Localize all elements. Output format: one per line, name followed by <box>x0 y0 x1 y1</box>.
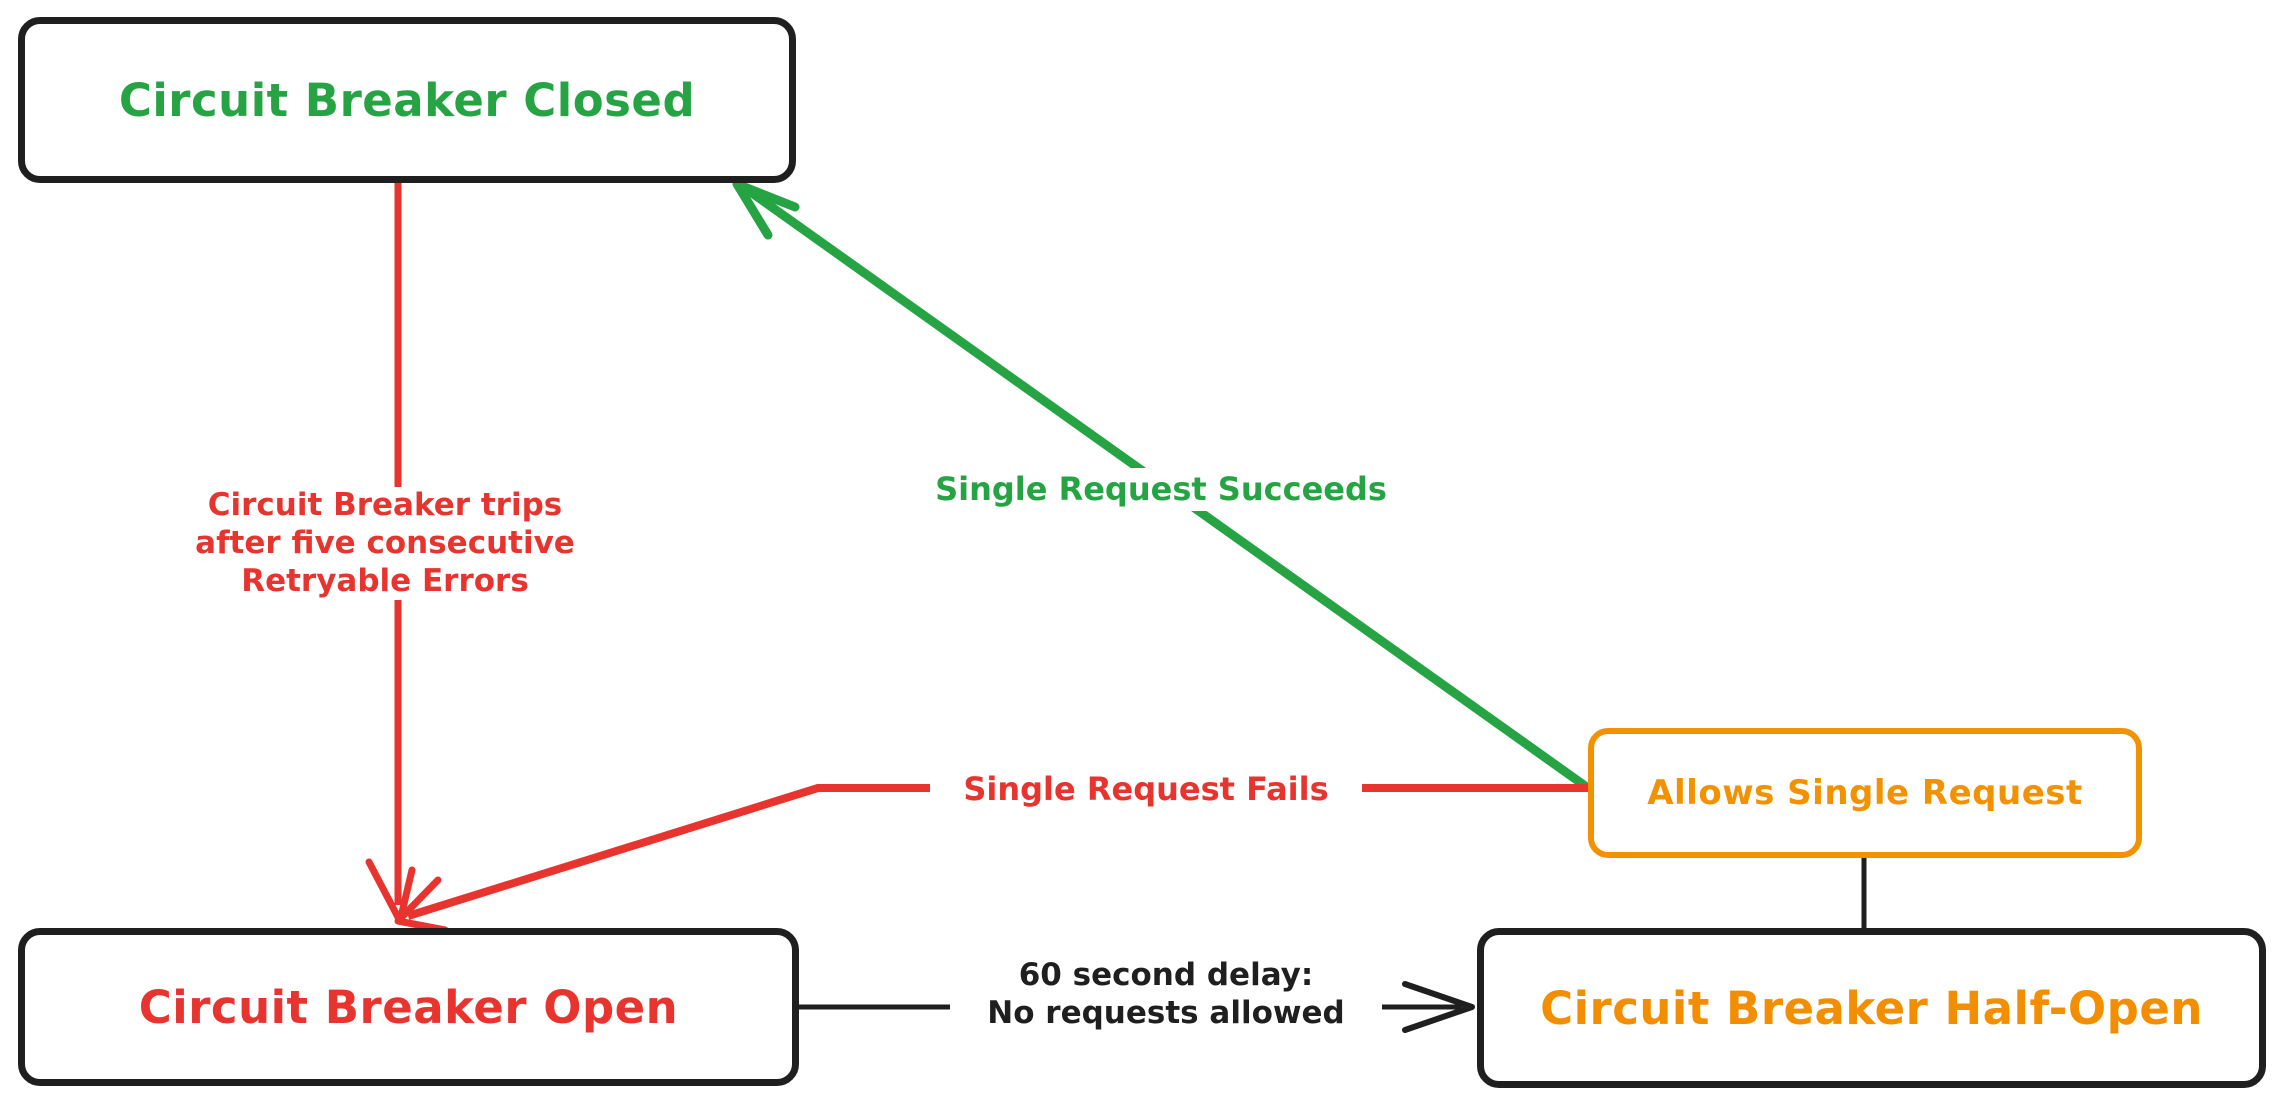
node-allows-single-request[interactable]: Allows Single Request <box>1588 728 2142 858</box>
edge-label-single-request-succeeds: Single Request Succeeds <box>905 468 1417 512</box>
node-allows-single-request-label: Allows Single Request <box>1647 773 2083 813</box>
node-circuit-breaker-half-open-label: Circuit Breaker Half-Open <box>1540 981 2203 1035</box>
node-circuit-breaker-closed-label: Circuit Breaker Closed <box>118 73 696 127</box>
edge-label-circuit-breaker-trips: Circuit Breaker trips after five consecu… <box>150 487 620 601</box>
node-circuit-breaker-open[interactable]: Circuit Breaker Open <box>18 928 799 1086</box>
edge-label-sixty-second-delay: 60 second delay: No requests allowed <box>950 955 1382 1035</box>
node-circuit-breaker-closed[interactable]: Circuit Breaker Closed <box>18 17 796 183</box>
edge-label-single-request-fails: Single Request Fails <box>930 767 1362 813</box>
node-circuit-breaker-half-open[interactable]: Circuit Breaker Half-Open <box>1477 928 2266 1088</box>
node-circuit-breaker-open-label: Circuit Breaker Open <box>138 980 679 1034</box>
